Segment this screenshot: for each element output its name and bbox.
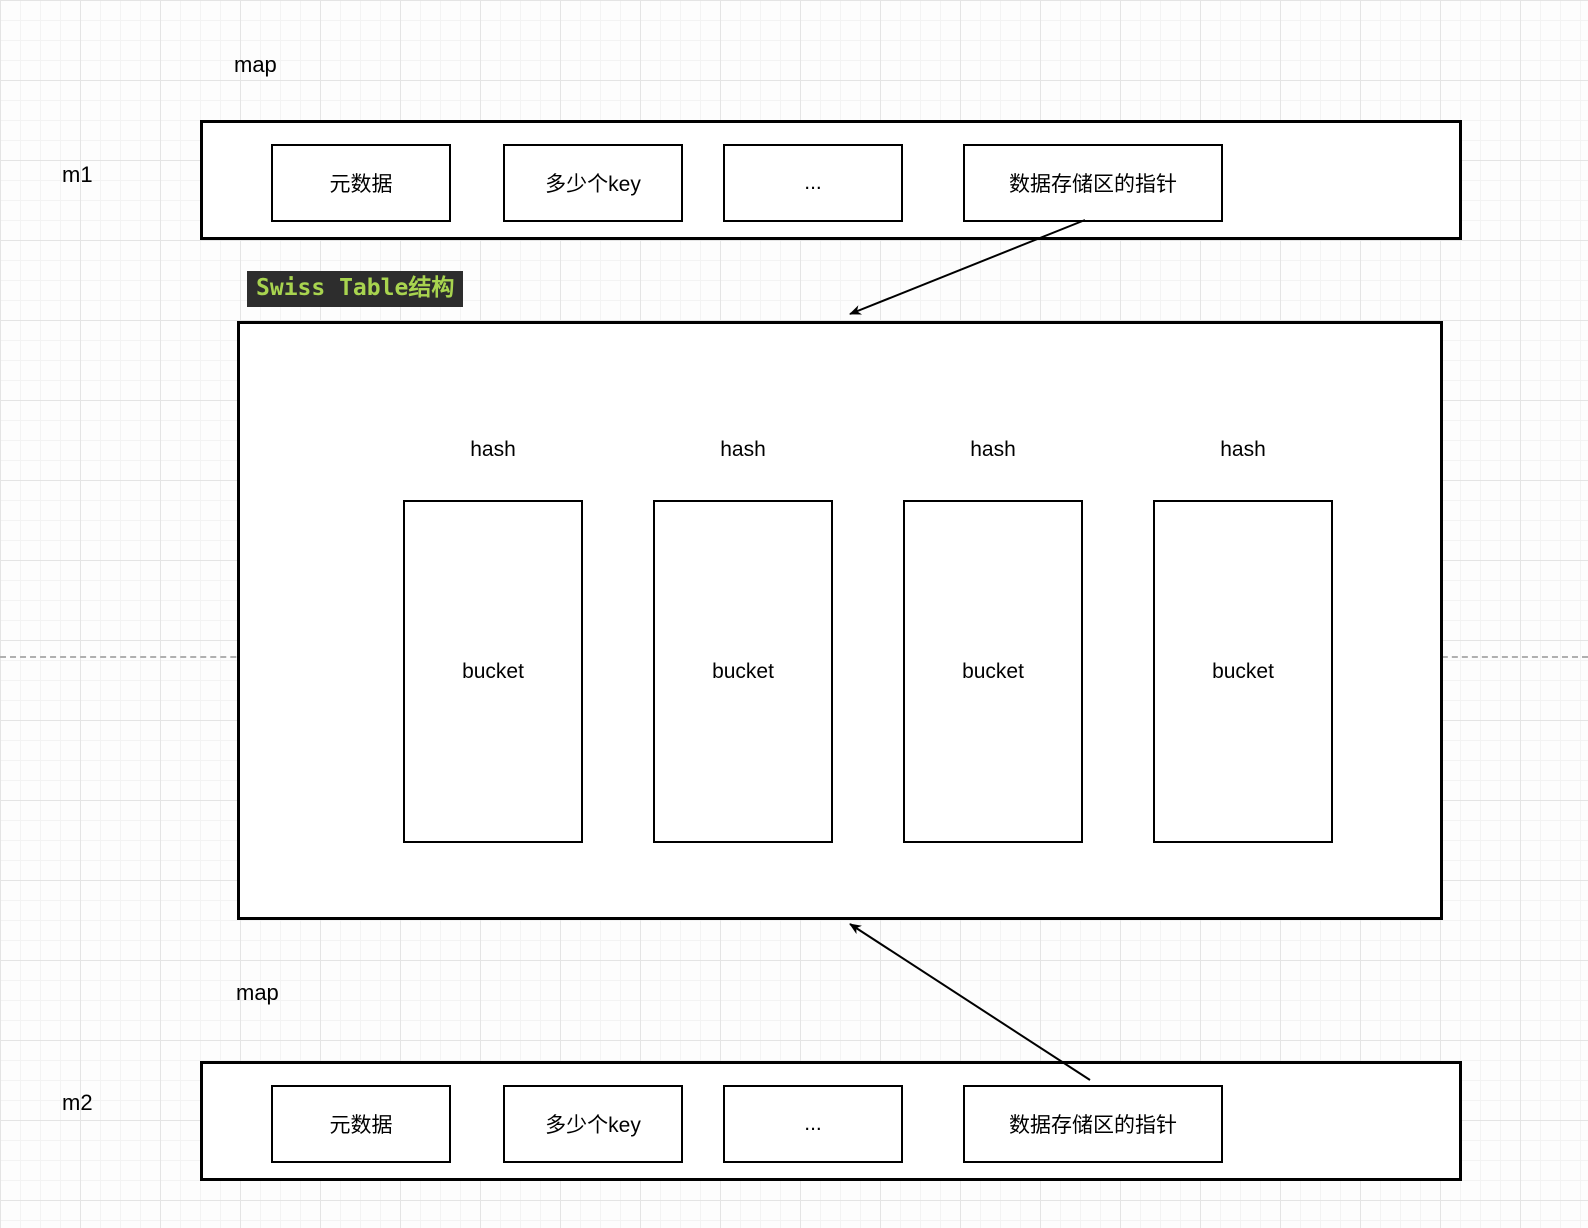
- bucket-label-4: bucket: [1212, 659, 1274, 683]
- m2-field-data-pointer: 数据存储区的指针: [963, 1085, 1223, 1163]
- m1-field-data-pointer-label: 数据存储区的指针: [1009, 173, 1177, 196]
- map1-title: map: [234, 52, 277, 77]
- bucket-box-2: bucket: [653, 500, 833, 843]
- m2-field-keycount: 多少个key: [503, 1085, 683, 1163]
- m2-field-keycount-label: 多少个key: [545, 1114, 641, 1137]
- bucket-label-2: bucket: [712, 659, 774, 683]
- m1-instance-label: m1: [62, 162, 93, 187]
- m2-instance-label: m2: [62, 1090, 93, 1115]
- m2-field-metadata-label: 元数据: [329, 1114, 393, 1137]
- hash-label-4: hash: [1220, 438, 1266, 461]
- m2-struct-box: 元数据 多少个key ... 数据存储区的指针: [200, 1061, 1462, 1181]
- bucket-box-1: bucket: [403, 500, 583, 843]
- bucket-box-3: bucket: [903, 500, 1083, 843]
- m2-field-ellipsis: ...: [723, 1085, 903, 1163]
- m1-struct-box: 元数据 多少个key ... 数据存储区的指针: [200, 120, 1462, 240]
- m1-field-metadata: 元数据: [271, 144, 451, 222]
- m2-field-metadata: 元数据: [271, 1085, 451, 1163]
- arrow-m2-pointer-to-swiss-table: [849, 923, 1091, 1081]
- swiss-table-badge: Swiss Table结构: [247, 271, 464, 307]
- m2-field-ellipsis-label: ...: [804, 1112, 822, 1135]
- hash-label-2: hash: [720, 438, 766, 461]
- m1-field-ellipsis: ...: [723, 144, 903, 222]
- m1-field-keycount-label: 多少个key: [545, 173, 641, 196]
- m1-field-data-pointer: 数据存储区的指针: [963, 144, 1223, 222]
- bucket-box-4: bucket: [1153, 500, 1333, 843]
- bucket-label-3: bucket: [962, 659, 1024, 683]
- hash-label-1: hash: [470, 438, 516, 461]
- map2-title: map: [236, 980, 279, 1005]
- m1-field-keycount: 多少个key: [503, 144, 683, 222]
- m2-field-data-pointer-label: 数据存储区的指针: [1009, 1114, 1177, 1137]
- swiss-table-box: hash hash hash hash bucket bucket bucket…: [237, 321, 1443, 920]
- bucket-label-1: bucket: [462, 659, 524, 683]
- hash-label-3: hash: [970, 438, 1016, 461]
- m1-field-metadata-label: 元数据: [329, 173, 393, 196]
- m1-field-ellipsis-label: ...: [804, 171, 822, 194]
